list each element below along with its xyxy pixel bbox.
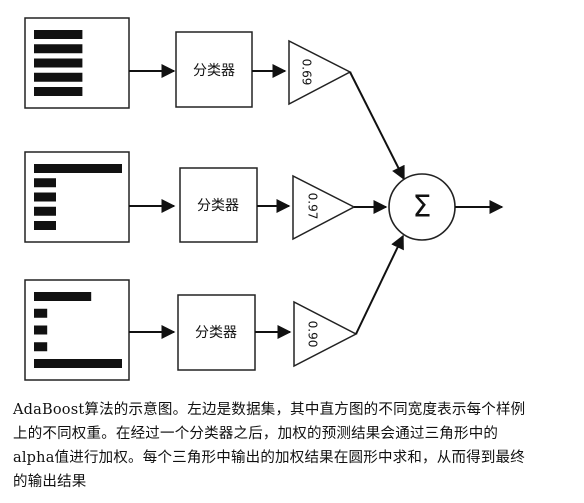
classifier-label-3: 分类器 [195,325,237,341]
weight-bar [34,178,56,188]
weight-bar [34,325,48,335]
sum-node: Σ [388,173,504,241]
weight-bar [34,221,56,230]
alpha-triangle-1 [288,39,352,106]
row-2: 分类器 0.97 [24,151,388,243]
caption-line-2: 上的不同权重。在经过一个分类器之后，加权的预测结果会通过三角形中的 [13,426,499,442]
weight-bar [34,30,83,39]
classifier-box-3 [177,294,256,371]
classifier-box-1 [175,31,253,108]
weight-bar [34,292,92,301]
adaboost-diagram: 分类器 0.69 分类器 0.97 分类器 0.90 Σ [24,17,504,381]
row-3: 分类器 0.90 [24,234,404,381]
row-1: 分类器 0.69 [24,17,405,181]
caption-line-3: alpha值进行加权。每个三角形中输出的加权结果在圆形中求和，从而得到最终 [13,450,525,466]
weight-bar [34,342,48,352]
weight-bar [34,359,122,368]
classifier-label-1: 分类器 [193,63,235,79]
histogram-3 [34,292,122,368]
alpha-label-2: 0.97 [306,193,320,220]
histogram-1 [34,30,83,96]
weight-bar [34,87,83,96]
classifier-box-2 [179,167,258,243]
arrow-alpha-to-sum-1 [349,71,405,181]
weight-bar [34,308,48,318]
weight-bar [34,72,83,82]
histogram-2 [34,164,122,230]
weight-bar [34,58,83,68]
weight-bar [34,44,83,54]
weight-bar [34,192,56,202]
weight-bar [34,164,122,173]
sum-symbol: Σ [413,190,432,225]
alpha-label-3: 0.90 [306,321,320,348]
alpha-triangle-3 [293,300,358,368]
arrow-alpha-to-sum-3 [355,234,404,335]
alpha-label-1: 0.69 [300,59,314,86]
alpha-triangle-2 [292,174,356,241]
caption-line-1: AdaBoost算法的示意图。左边是数据集，其中直方图的不同宽度表示每个样例 [13,402,526,418]
weight-bar [34,206,56,216]
classifier-label-2: 分类器 [197,198,239,214]
figure-caption: AdaBoost算法的示意图。左边是数据集，其中直方图的不同宽度表示每个样例 上… [13,398,575,494]
caption-line-4: 的输出结果 [13,474,87,490]
